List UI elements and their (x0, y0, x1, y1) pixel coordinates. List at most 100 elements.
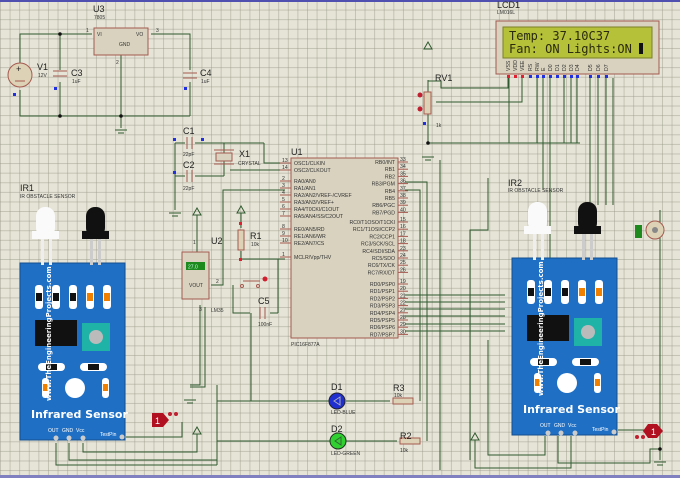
ir1-title: Infrared Sensor (31, 408, 128, 421)
u3-regulator[interactable]: VI VO GND 1 3 2 (86, 27, 159, 66)
pic-pin-number: 21 (400, 293, 406, 299)
c4-ref: C4 (200, 68, 212, 78)
x1-crystal[interactable] (214, 149, 234, 165)
svg-text:1: 1 (651, 427, 656, 437)
r3-value: 10k (394, 393, 403, 399)
pic-pin-number: 1 (282, 252, 285, 258)
pic-pin-number: 38 (400, 193, 406, 199)
pic-pin-label: RB4 (385, 189, 395, 195)
u2-lm35[interactable]: 27.0 VOUT 1 2 3 (181, 240, 219, 313)
pic-pin-label: RC6/TX/CK (368, 263, 396, 269)
r1-resistor[interactable] (237, 222, 245, 261)
svg-text:OUT: OUT (48, 428, 59, 434)
v1-value: 12V (38, 73, 48, 79)
lcd-pin (514, 75, 517, 78)
lcd-pin-label: D4 (575, 64, 581, 71)
pic-pin-label: RC7/RX/DT (368, 270, 396, 276)
led-d1-blue[interactable] (328, 392, 346, 410)
lcd-pin (507, 75, 510, 78)
pic-pin-number: 29 (400, 322, 406, 328)
svg-text:Vcc: Vcc (568, 423, 577, 429)
lcd-pin-label: D0 (548, 64, 554, 71)
lcd-pin-label: VDD (513, 60, 519, 71)
ir2-sensor-board[interactable]: Infrared Sensor www.TheEngineeringProjec… (511, 202, 620, 436)
pic-pin-label: RC2/CCP1 (369, 234, 395, 240)
r1-ref: R1 (250, 231, 262, 241)
ir1-url: www.TheEngineeringProjects.com (45, 266, 53, 401)
ir2-ref: IR2 (508, 178, 522, 188)
pic-pin-number: 4 (282, 190, 285, 196)
svg-text:1: 1 (193, 240, 196, 246)
v1-battery[interactable]: + (7, 62, 33, 96)
lcd-pin-label: RS (528, 63, 534, 71)
fan-motor[interactable] (635, 210, 665, 460)
ir2-part: IR OBSTACLE SENSOR (508, 188, 564, 194)
r3-resistor[interactable] (392, 397, 414, 405)
d1-ref: D1 (331, 382, 343, 392)
r3-ref: R3 (393, 383, 405, 393)
lcd-pin-label: VEE (520, 60, 526, 71)
c5-capacitor[interactable] (259, 307, 266, 319)
lcd-pin (529, 75, 532, 78)
pic-pin-label: RA3/AN3/VREF+ (294, 200, 334, 206)
svg-text:3: 3 (156, 28, 159, 34)
pic-pin-number: 25 (400, 260, 406, 266)
pic-pin-label: RD2/PSP2 (370, 296, 395, 302)
reset-button[interactable] (240, 276, 268, 288)
lcd-pin-label: D5 (588, 64, 594, 71)
pic-pin-number: 3 (282, 183, 285, 189)
c2-capacitor[interactable] (173, 170, 193, 182)
ir1-logic-probe[interactable]: 1 (152, 412, 178, 427)
lcd-ref: LCD1 (497, 0, 520, 10)
c4-capacitor[interactable] (183, 72, 197, 90)
lcd-pin (549, 75, 552, 78)
svg-text:1: 1 (155, 416, 160, 426)
vcc-arrow-u2 (192, 206, 202, 216)
pic-pin-label: OSC2/CLKOUT (294, 168, 331, 174)
pic-pin-label: RA1/AN1 (294, 186, 316, 192)
c3-capacitor[interactable] (53, 70, 67, 90)
pic-pin-number: 8 (282, 224, 285, 230)
d1-part: LED-BLUE (331, 410, 356, 416)
ir2-logic-probe[interactable]: 1 (635, 424, 663, 439)
vcc-arrow-ir2 (470, 431, 480, 441)
ground-symbol-u3 (115, 129, 127, 134)
u2-temp-display: 27.0 (188, 265, 198, 271)
pic-pin-number: 37 (400, 186, 406, 192)
pic-pin-number: 7 (282, 211, 285, 217)
lcd-pin-label: D3 (569, 64, 575, 71)
c5-value: 100nF (258, 322, 272, 328)
ir2-url: www.TheEngineeringProjects.com (537, 261, 545, 396)
junction (58, 32, 62, 36)
pic-pin-number: 23 (400, 246, 406, 252)
power-wires (19, 33, 191, 128)
pic-pin-number: 39 (400, 200, 406, 206)
pic-pin-number: 35 (400, 171, 406, 177)
pic-pin-label: RD3/PSP3 (370, 304, 395, 310)
pic-pin-label: RA2/AN2/VREF-/CVREF (294, 193, 352, 199)
x1-part: CRYSTAL (238, 161, 261, 167)
lcd-pin (597, 75, 600, 78)
window-bottom-border (0, 475, 680, 478)
pic-pin-label: RB7/PGD (372, 210, 395, 216)
rv1-potentiometer[interactable] (417, 91, 432, 125)
ground-symbol-right (654, 461, 666, 466)
pic-pin-number: 40 (400, 207, 406, 213)
pic-pin-number: 18 (400, 239, 406, 245)
r2-resistor[interactable] (399, 437, 421, 445)
pic-pin-label: RE2/AN7/CS (294, 241, 325, 247)
c1-capacitor[interactable] (173, 137, 204, 149)
pic-pin-number: 24 (400, 253, 406, 259)
pic-pin-number: 27 (400, 308, 406, 314)
r2-value: 10k (400, 448, 409, 454)
pic-pin-number: 16 (400, 224, 406, 230)
ir1-sensor-board[interactable]: Infrared Sensor www.TheEngineeringProjec… (19, 207, 128, 441)
ir2-wires (474, 340, 660, 469)
pic-pin-label: RE1/AN6/WR (294, 234, 326, 240)
pic-pin-number: 5 (282, 197, 285, 203)
pic-pin-label: MCLR/Vpp/THV (294, 255, 332, 261)
lcd-pin (542, 75, 545, 78)
led-d2-green[interactable] (329, 432, 347, 450)
